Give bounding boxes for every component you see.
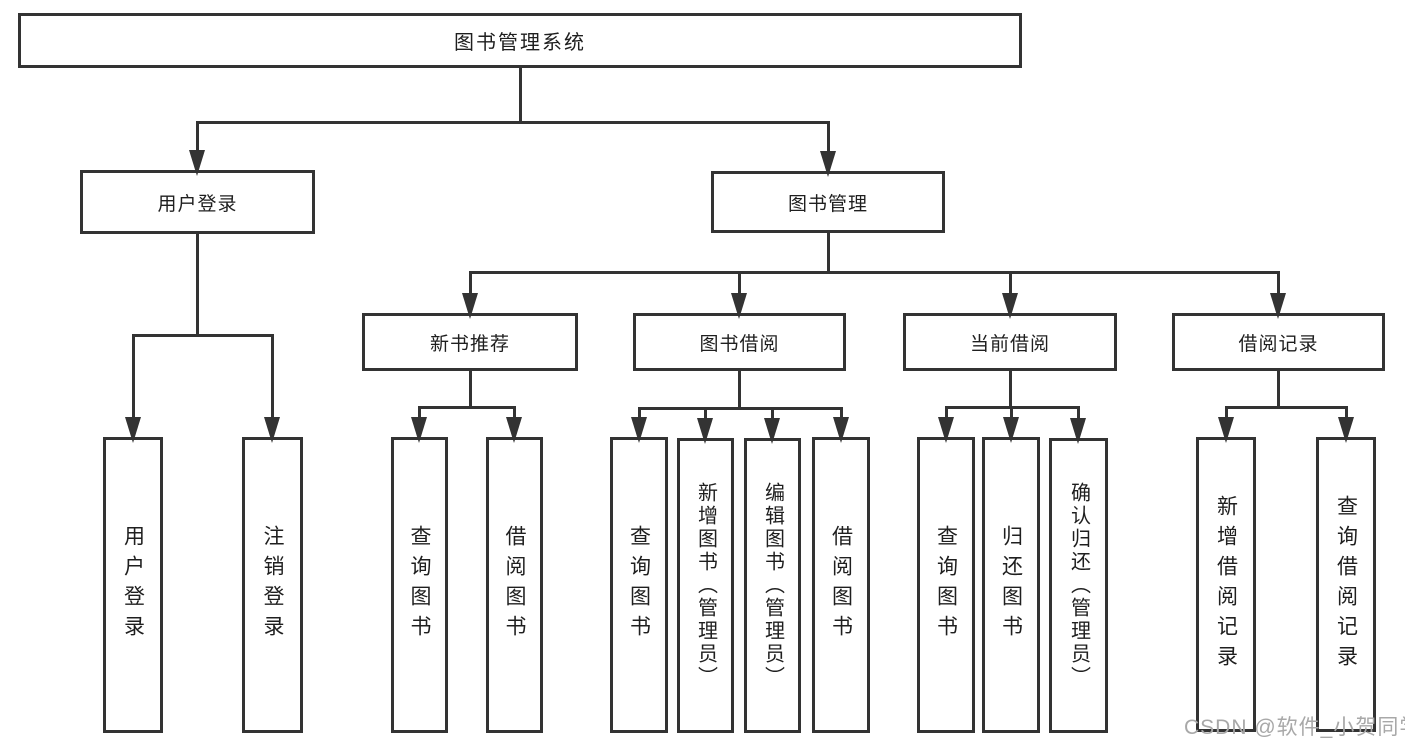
node-uLogout: 注销登录 — [242, 437, 303, 733]
connector-vline — [468, 369, 472, 409]
node-nbBorrow: 借阅图书 — [486, 437, 543, 733]
arrowhead-down-icon — [832, 417, 849, 443]
node-bbEdit: 编辑图书（管理员） — [744, 438, 801, 733]
connector-vline — [1277, 369, 1280, 409]
node-brAdd: 新增借阅记录 — [1196, 437, 1256, 732]
node-nbQuery: 查询图书 — [391, 437, 448, 733]
connector-vline — [1008, 272, 1012, 297]
node-root: 图书管理系统 — [18, 13, 1022, 68]
node-bbBorrow: 借阅图书 — [812, 437, 870, 733]
arrowhead-down-icon — [1070, 418, 1086, 444]
arrowhead-down-icon — [411, 417, 427, 443]
node-userLogin: 用户登录 — [80, 170, 315, 234]
connector-vline — [637, 408, 641, 421]
arrowhead-down-icon — [506, 417, 522, 443]
connector-vline — [196, 122, 199, 154]
node-uLogin: 用户登录 — [103, 437, 163, 733]
node-bookBorrow: 图书借阅 — [633, 313, 846, 371]
arrowhead-down-icon — [731, 293, 747, 319]
connector-hline — [196, 120, 830, 124]
arrowhead-down-icon — [697, 418, 713, 444]
connector-vline — [418, 407, 421, 421]
arrowhead-down-icon — [1002, 417, 1019, 443]
node-cbReturn: 归还图书 — [982, 437, 1040, 733]
connector-vline — [738, 272, 741, 297]
arrowhead-down-icon — [1217, 417, 1234, 443]
connector-vline — [518, 66, 522, 124]
arrowhead-down-icon — [1270, 293, 1286, 319]
connector-vline — [131, 335, 135, 421]
node-bbAdd: 新增图书（管理员） — [677, 438, 734, 733]
node-cbConfirm: 确认归还（管理员） — [1049, 438, 1108, 733]
arrowhead-down-icon — [1001, 293, 1018, 319]
connector-vline — [771, 408, 774, 422]
connector-vline — [1224, 407, 1228, 421]
arrowhead-down-icon — [1337, 417, 1354, 443]
arrowhead-down-icon — [630, 417, 647, 443]
arrowhead-down-icon — [124, 417, 141, 443]
connector-hline — [468, 270, 1280, 274]
connector-vline — [704, 408, 707, 422]
connector-vline — [738, 369, 741, 410]
arrowhead-down-icon — [189, 150, 205, 176]
node-currBorrow: 当前借阅 — [903, 313, 1117, 371]
connector-vline — [826, 231, 830, 274]
connector-vline — [468, 272, 472, 297]
connector-vline — [513, 407, 516, 421]
node-newBooks: 新书推荐 — [362, 313, 578, 371]
arrowhead-down-icon — [764, 418, 780, 444]
node-bbQuery: 查询图书 — [610, 437, 668, 733]
connector-vline — [826, 122, 830, 155]
connector-hline — [131, 333, 274, 337]
connector-vline — [1009, 407, 1013, 421]
arrowhead-down-icon — [264, 417, 280, 443]
connector-hline — [1224, 405, 1348, 409]
connector-vline — [839, 408, 843, 421]
node-cbQuery: 查询图书 — [917, 437, 975, 733]
connector-hline — [637, 406, 843, 410]
connector-vline — [1077, 407, 1080, 422]
node-brQuery: 查询借阅记录 — [1316, 437, 1376, 732]
connector-vline — [1344, 407, 1348, 421]
arrowhead-down-icon — [937, 417, 954, 443]
node-borrowRec: 借阅记录 — [1172, 313, 1385, 371]
arrowhead-down-icon — [819, 151, 836, 177]
connector-hline — [418, 405, 516, 409]
connector-vline — [944, 407, 948, 421]
connector-vline — [1277, 272, 1280, 297]
arrowhead-down-icon — [461, 293, 478, 319]
connector-vline — [1008, 369, 1012, 409]
connector-vline — [271, 335, 274, 421]
node-bookMgmt: 图书管理 — [711, 171, 945, 233]
connector-vline — [196, 232, 199, 337]
